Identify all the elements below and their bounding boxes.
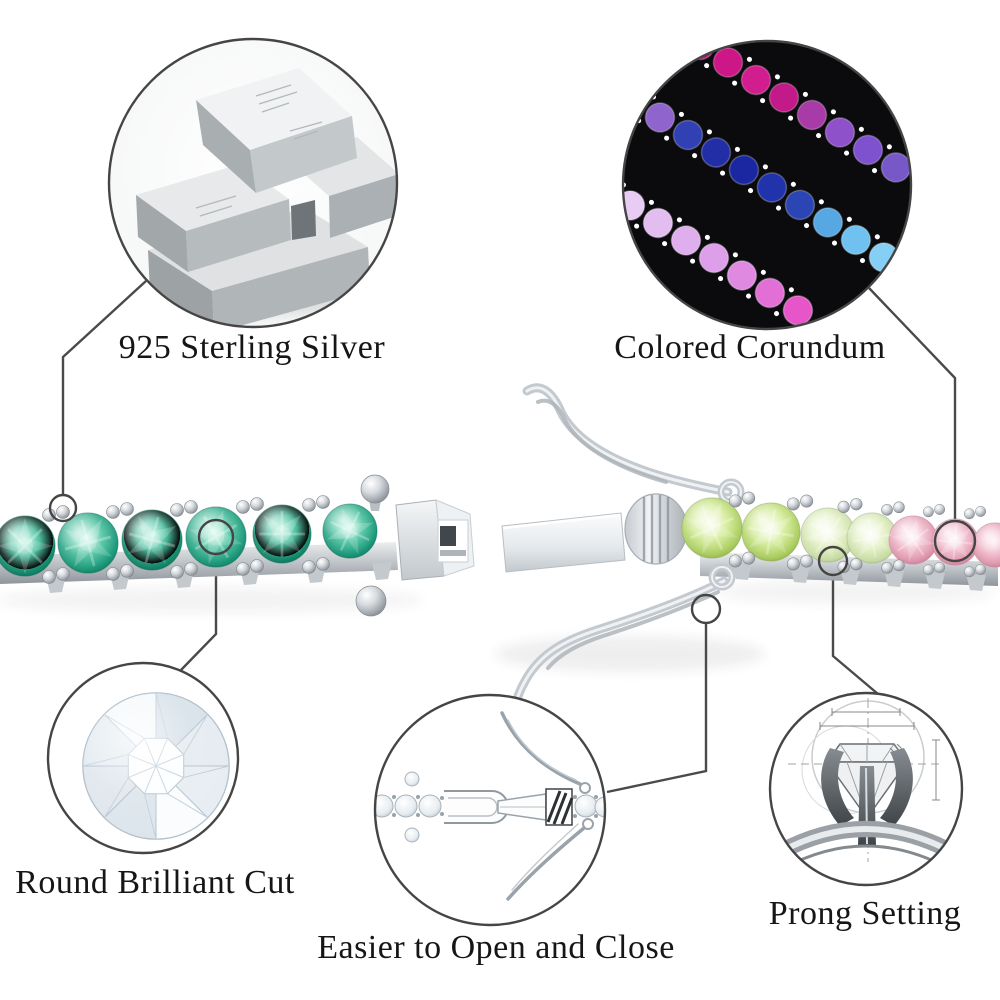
sterling-silver-photo-circle [107,37,399,329]
round-brilliant-photo-circle [46,661,240,855]
ring-safety-wire [690,593,722,625]
dimension-lines [819,708,940,801]
leader-prong-setting [831,575,879,695]
clasp-barrel [624,493,688,565]
label-round-brilliant: Round Brilliant Cut [15,864,295,901]
clasp-line-drawing [375,711,605,901]
leader-lines [61,280,957,794]
label-prong-setting: Prong Setting [768,895,962,932]
soft-shadows [0,580,995,672]
diamond-top-view-illustration [82,692,230,840]
box-clasp [355,474,475,617]
strand-lavender-pink [623,182,822,329]
bracelet-left-strand [0,474,475,617]
open-close-diagram-circle [373,693,607,927]
leader-sterling-silver [61,280,147,495]
annotation-rings [48,493,977,625]
label-easier-open-close: Easier to Open and Close [317,929,675,966]
ring-pink-gem [933,519,977,563]
label-colored-corundum: Colored Corundum [614,329,886,366]
leader-open-close [606,623,708,794]
ring-prong-bead [817,545,849,577]
label-sterling-silver: 925 Sterling Silver [118,329,386,366]
lower-safety-wire [511,563,736,708]
leader-colored-corundum [868,287,957,521]
leader-round-brilliant [180,554,218,671]
upper-safety-wire [522,383,745,506]
ring-green-gem [197,518,235,556]
green-gem-facets [0,494,384,583]
ring-silver-bead [48,493,78,523]
ingot-engraving-marks [195,84,323,217]
prong-setting-sketch [776,698,956,870]
tiny-prongs [392,795,444,817]
colored-corundum-photo-circle [621,39,913,331]
prong-setting-sketch-circle [768,691,964,887]
clasp-tongue-bar [501,512,626,573]
bracelet-right-strand [501,383,1000,708]
silver-ingots-illustration [136,68,397,327]
